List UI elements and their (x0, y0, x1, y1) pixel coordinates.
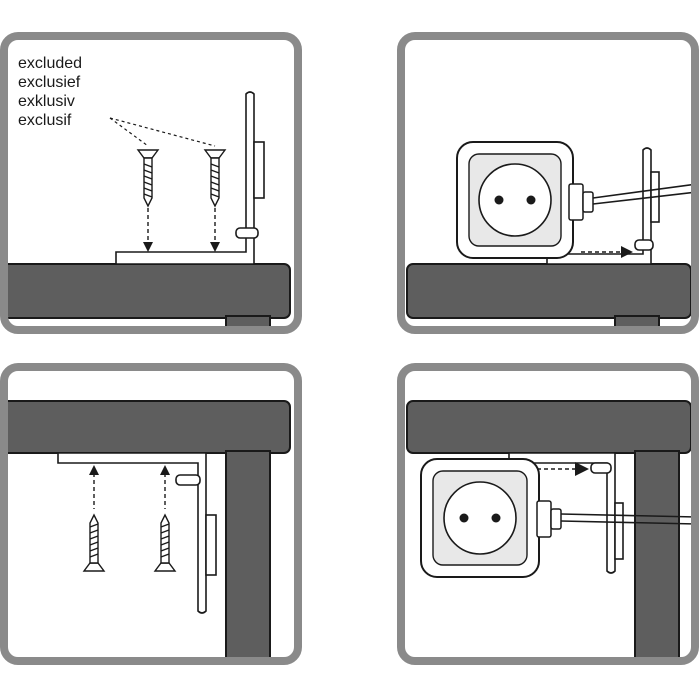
table-leg (634, 450, 680, 657)
step-panel-2 (397, 32, 699, 334)
cable (560, 513, 691, 525)
step-2-illustration (406, 141, 691, 326)
table-top (406, 263, 691, 319)
socket-icon (420, 458, 540, 578)
socket-icon (456, 141, 574, 259)
screw-icon (82, 513, 106, 572)
step-panel-4 (397, 363, 699, 665)
plug-icon (568, 183, 594, 221)
step-1-illustration (8, 91, 291, 326)
bracket-icon (508, 452, 624, 574)
bracket-icon (115, 91, 265, 265)
table-top (406, 400, 691, 454)
cable (592, 184, 691, 205)
table-leg (225, 450, 271, 657)
screw-icon (153, 513, 177, 572)
table-top (8, 263, 291, 319)
step-4-illustration (406, 400, 691, 657)
excluded-note: excluded exclusief exklusiv exclusif (18, 54, 82, 130)
screw-icon (203, 149, 227, 208)
arrow-icon (147, 208, 216, 244)
note-line: exclusief (18, 74, 81, 91)
note-line: exklusiv (18, 93, 75, 110)
table-leg (225, 315, 271, 326)
plug-icon (536, 500, 562, 538)
step-panel-1: excluded exclusief exklusiv exclusif (0, 32, 302, 334)
bracket-icon (57, 452, 217, 614)
note-line: excluded (18, 55, 83, 72)
note-pointer-lines (109, 117, 216, 147)
table-leg (614, 315, 660, 326)
arrow-icon (93, 473, 166, 509)
step-3-illustration (8, 400, 291, 657)
step-panel-3 (0, 363, 302, 665)
note-line: exclusif (18, 112, 72, 129)
table-top (8, 400, 291, 454)
screw-icon (136, 149, 160, 208)
